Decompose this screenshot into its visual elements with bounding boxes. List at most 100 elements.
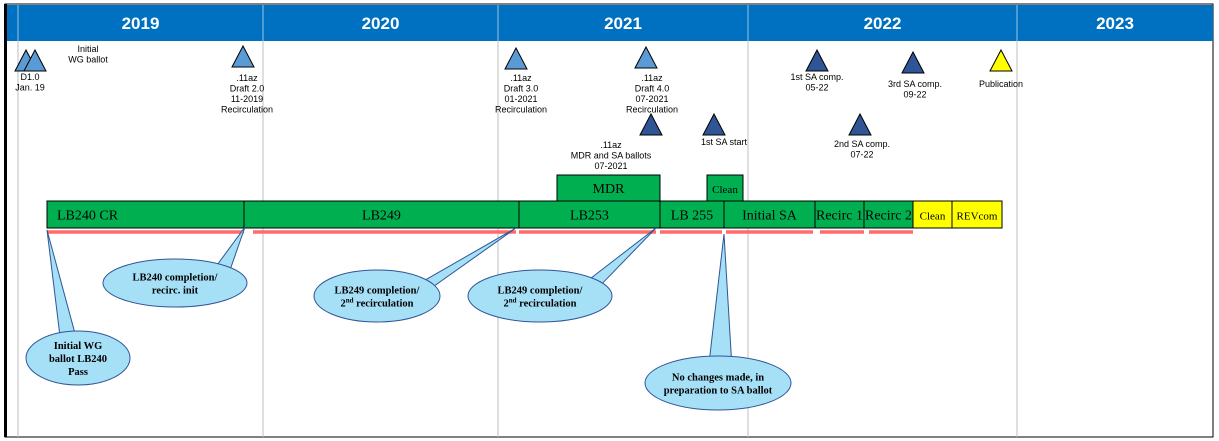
phase-bar-label: LB 255	[671, 209, 713, 224]
callout-text: 2nd recirculation	[340, 297, 413, 310]
milestone-label: .11az	[510, 73, 532, 83]
callout-bubble: LB240 completion/recirc. init	[102, 226, 248, 308]
milestone-label: 01-2021	[504, 94, 537, 104]
milestone: 1st SA comp.05-22	[790, 48, 844, 93]
phase-bar-label: Clean	[712, 184, 738, 196]
phase-bar-lb253: LB253	[518, 200, 661, 229]
milestone-triangle-icon	[805, 48, 829, 72]
phase-bar-clean: Clean	[912, 200, 953, 229]
milestone-label: 1st SA start	[701, 137, 748, 147]
milestone: 2nd SA comp.07-22	[834, 112, 890, 160]
milestone-label: .11az	[600, 140, 622, 150]
phase-bar-lb249: LB249	[243, 200, 520, 229]
callout-joint	[586, 281, 598, 289]
callout-text-part: 2	[340, 299, 345, 310]
phase-bar-label: MDR	[593, 182, 626, 197]
phase-bar-lb-255: LB 255	[659, 200, 725, 229]
milestone-triangle-icon	[702, 112, 726, 136]
milestone-label: 07-22	[850, 150, 873, 160]
milestone-label: Draft 4.0	[635, 84, 670, 94]
frame-left-border	[4, 4, 7, 437]
phase-bar-recirc-1: Recirc 1	[814, 200, 865, 229]
milestone-label: 3rd SA comp.	[888, 79, 942, 89]
milestone-label: Draft 2.0	[230, 84, 265, 94]
milestone-label: Recirculation	[495, 105, 547, 115]
callout-ellipse	[313, 269, 441, 323]
milestone-label: 09-22	[903, 90, 926, 100]
callout-text-part: 2	[503, 299, 508, 310]
callout-text: Initial WG	[54, 341, 103, 352]
milestone-triangle-icon	[23, 48, 47, 72]
phase-bar-rect	[518, 200, 661, 229]
milestone-label: D1.0	[20, 72, 39, 82]
phase-bar-label: LB249	[362, 209, 401, 224]
milestone-triangle-icon	[231, 44, 255, 68]
milestone-label: WG ballot	[68, 55, 108, 65]
phase-bar-label: Recirc 1	[816, 209, 863, 224]
milestone-label: .11az	[236, 73, 258, 83]
milestone-label: Draft 3.0	[504, 84, 539, 94]
milestone-triangle-icon	[901, 50, 925, 74]
milestone-label: 07-2021	[635, 94, 668, 104]
milestone-triangle-icon	[989, 48, 1013, 72]
milestone-label: Recirculation	[626, 105, 678, 115]
phase-bar-rect	[706, 174, 744, 202]
milestone: 3rd SA comp.09-22	[888, 50, 942, 100]
milestone-label: Jan. 19	[15, 83, 45, 93]
phase-bar-initial-sa: Initial SA	[723, 200, 816, 229]
year-label: 2021	[604, 14, 642, 33]
milestone-label: .11az	[641, 73, 663, 83]
phase-bar-label: Clean	[920, 211, 946, 223]
phase-bar-rect	[912, 200, 953, 229]
milestone-triangle-icon	[504, 46, 528, 70]
milestone-label: 2nd SA comp.	[834, 139, 890, 149]
phase-bar-label: Recirc 2	[865, 209, 912, 224]
milestone-label: 05-22	[805, 83, 828, 93]
callout-text: 2nd recirculation	[503, 297, 576, 310]
callout-text: recirc. init	[152, 286, 199, 297]
callout-text: LB249 completion/	[498, 286, 584, 297]
callout-joint	[420, 282, 429, 290]
milestone-label: Publication	[979, 79, 1023, 89]
callout-ellipse	[102, 258, 248, 308]
callout-text-sup: nd	[509, 297, 517, 305]
callout-ellipse	[644, 355, 792, 411]
milestone-label: MDR and SA ballots	[571, 151, 652, 161]
callout-joint	[60, 335, 76, 338]
phase-bar-label: LB240 CR	[57, 209, 119, 224]
callout-ellipse	[467, 269, 613, 323]
milestone: 1st SA start	[701, 112, 748, 147]
phase-bar-rect	[556, 174, 661, 202]
callout-text: ballot LB240	[49, 354, 107, 365]
callout-text-sup: nd	[346, 297, 354, 305]
milestone-label: 07-2021	[594, 161, 627, 171]
phase-bar-recirc-2: Recirc 2	[863, 200, 914, 229]
callout-ellipse	[25, 330, 131, 386]
callout-text: preparation to SA ballot	[664, 386, 773, 397]
phase-bar-rect	[723, 200, 816, 229]
callout-bubble: LB249 completion/2nd recirculation	[313, 227, 517, 323]
milestone-triangle-icon	[848, 112, 872, 136]
phase-bar-revcom: REVcom	[951, 200, 1003, 229]
phase-bar-label: REVcom	[957, 211, 998, 223]
phase-bar-rect	[863, 200, 914, 229]
phase-bar-clean: Clean	[706, 174, 744, 202]
phase-bar-label: Initial SA	[742, 209, 798, 224]
milestone: Publication	[979, 48, 1023, 89]
phase-bar-mdr: MDR	[556, 174, 661, 202]
milestone-label: 11-2019	[231, 94, 263, 104]
callout-text: LB249 completion/	[335, 286, 421, 297]
callout-joint	[215, 267, 229, 274]
phase-bar-label: LB253	[570, 209, 609, 224]
year-label: 2019	[122, 14, 160, 33]
phase-bar-lb240-cr: LB240 CR	[46, 200, 245, 229]
milestone-label: Recirculation	[221, 105, 273, 115]
